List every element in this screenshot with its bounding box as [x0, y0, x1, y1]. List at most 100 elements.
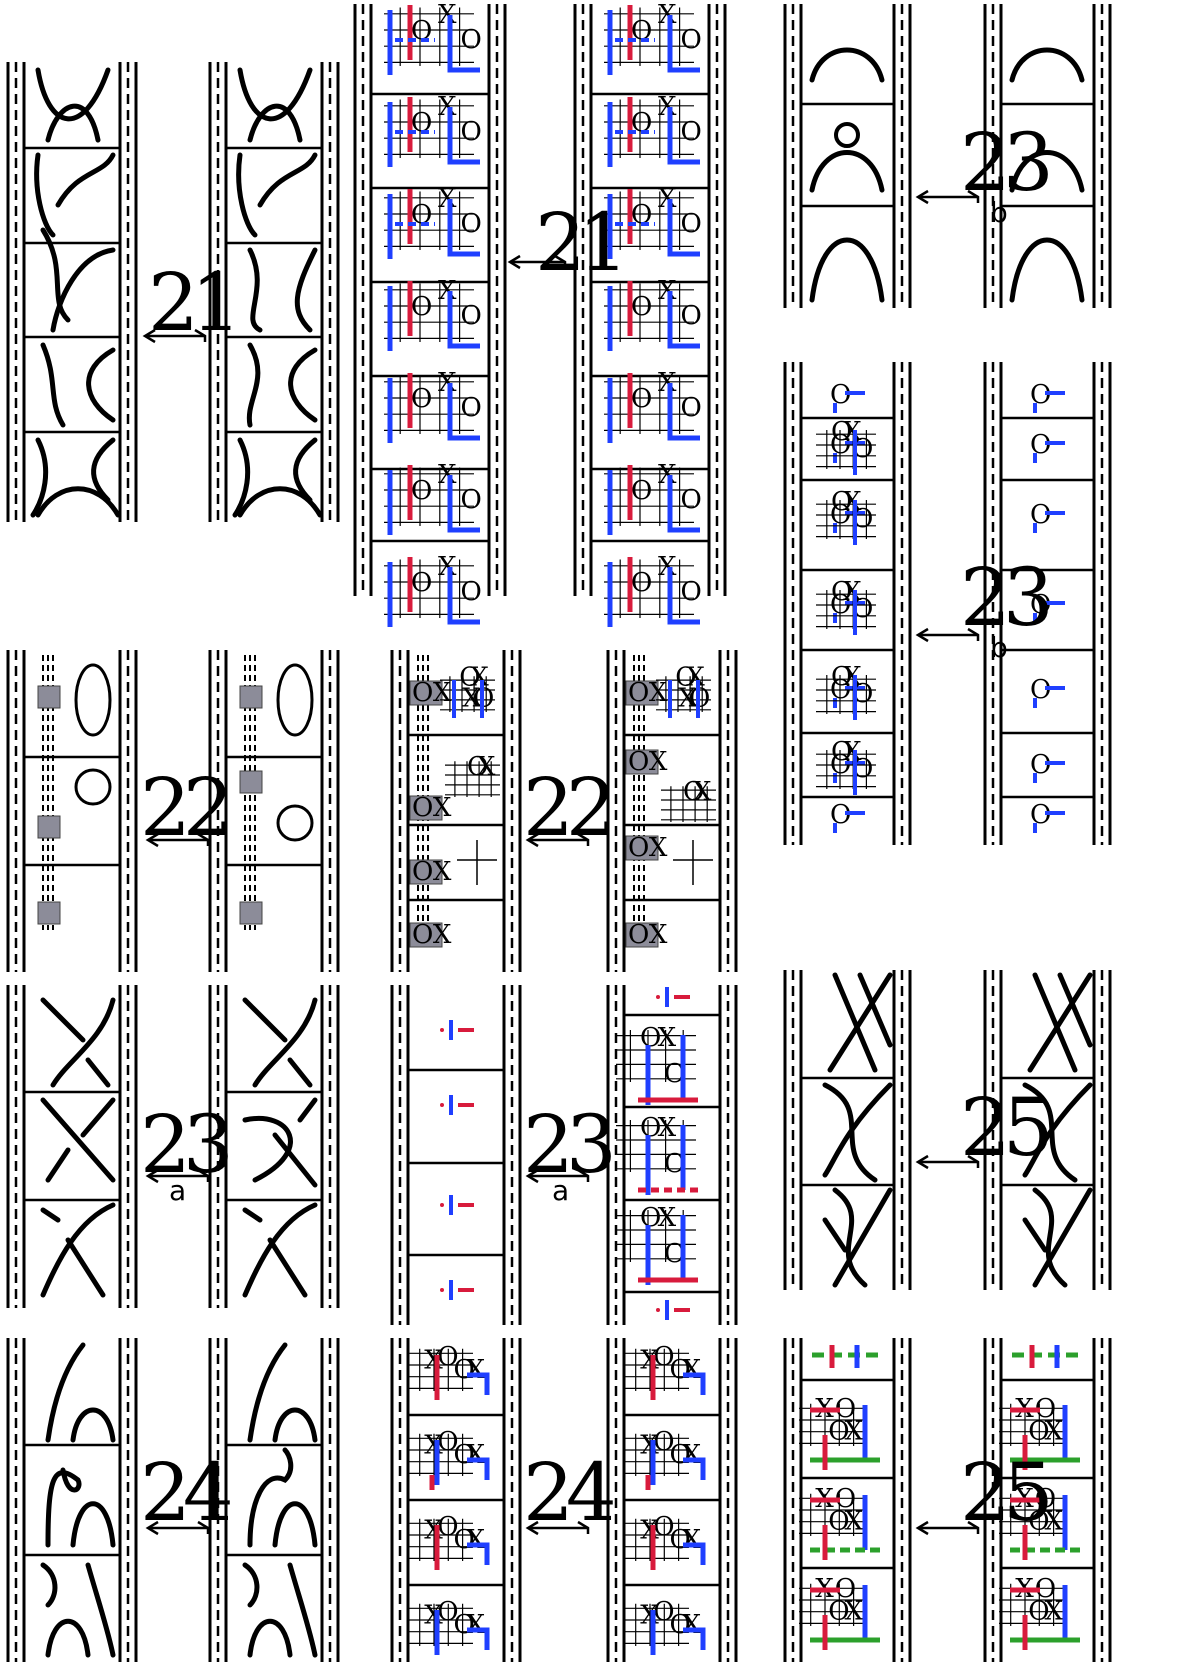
gray-box	[240, 686, 262, 708]
strand	[250, 250, 260, 330]
circle-loop	[278, 806, 312, 840]
grid-x-marker: X	[467, 1610, 486, 1640]
red-dot	[440, 1203, 444, 1207]
grid-x-marker: X	[683, 1440, 702, 1470]
move-label-21-right: 21	[535, 196, 621, 289]
grid-o-marker: O	[631, 384, 652, 414]
strand	[88, 1060, 108, 1085]
strand	[300, 1100, 315, 1120]
strand	[43, 1000, 83, 1040]
svg-text:a: a	[169, 1174, 186, 1207]
grid-x-marker: X	[1045, 1507, 1064, 1537]
strand	[37, 155, 53, 235]
move-label-23a-left: 23 a	[140, 1098, 228, 1207]
grid-o-marker: O	[681, 301, 702, 331]
gray-box	[240, 902, 262, 924]
grid-o-marker: O	[681, 577, 702, 607]
grid-o-marker: O	[631, 476, 652, 506]
strand	[43, 345, 63, 425]
panel-21-grid-left: OXOOXOOXOOXOOXOOXOOXO	[355, 0, 505, 627]
grid-o-marker: O	[461, 577, 482, 607]
strand	[250, 1450, 291, 1545]
strand	[812, 240, 882, 300]
grid-x-marker: X	[693, 777, 712, 807]
grid-o-marker: O	[461, 485, 482, 515]
svg-text:21: 21	[535, 196, 621, 289]
strand	[260, 155, 315, 205]
move-label-23a-right: 23 a	[523, 1098, 611, 1207]
strand	[812, 153, 882, 191]
panel-24-grid-left: XOOXXOOXXOOXXOOX	[392, 1338, 520, 1662]
strand	[73, 1410, 113, 1440]
ox-label: OX	[628, 920, 668, 950]
svg-text:b: b	[990, 196, 1008, 229]
small-loop	[836, 124, 858, 146]
strand	[1035, 1190, 1090, 1285]
strand	[38, 70, 108, 119]
red-dot	[440, 1288, 444, 1292]
panel-23a-grid-left	[392, 985, 520, 1325]
grid-o-marker: O	[411, 384, 432, 414]
strand	[53, 250, 113, 330]
panel-23a-cross-right	[210, 985, 338, 1308]
panel-22-grid-right: OXOXOXOXOXXOOX	[608, 650, 736, 972]
ox-label: OX	[412, 920, 452, 950]
grid-o-marker: O	[681, 117, 702, 147]
strand	[53, 1000, 113, 1085]
grid-x-marker: X	[683, 1355, 702, 1385]
red-dot	[656, 995, 660, 999]
strand	[297, 250, 315, 330]
strand	[249, 345, 258, 425]
panel-24-arcs-left	[8, 1338, 136, 1662]
grid-o-marker: O	[631, 568, 652, 598]
panel-23a-cross-left	[8, 985, 136, 1308]
strand	[825, 1220, 845, 1250]
gray-box	[38, 686, 60, 708]
strand	[1025, 1220, 1045, 1250]
ox-label: OX	[628, 833, 668, 863]
grid-o-marker: O	[461, 25, 482, 55]
panel-23b-grid-left: OOOXOOOXOOOXOOOXOOOXOO	[785, 362, 910, 845]
strand	[812, 50, 882, 80]
grid-o-marker: O	[461, 117, 482, 147]
strand	[245, 1000, 285, 1040]
strand	[240, 70, 310, 119]
grid-x-marker: X	[467, 1440, 486, 1470]
strand	[1012, 50, 1082, 80]
ox-label: OX	[412, 793, 452, 823]
grid-x-marker: X	[1045, 1597, 1064, 1627]
strand	[270, 1240, 305, 1295]
strand	[1012, 240, 1082, 300]
grid-o-marker: O	[681, 393, 702, 423]
ellipse-loop	[76, 665, 110, 735]
strand	[58, 155, 113, 205]
grid-o-marker: O	[411, 476, 432, 506]
strand	[48, 1621, 88, 1655]
grid-x-marker: X	[845, 1417, 864, 1447]
grid-x-marker: X	[658, 1203, 677, 1233]
grid-x-marker: X	[467, 1355, 486, 1385]
ox-label: OX	[412, 678, 452, 708]
grid-o-marker: O	[411, 568, 432, 598]
panel-25-grid-left: XOOXXOOXXOOX	[785, 1338, 910, 1662]
strand	[68, 1240, 103, 1295]
red-dot	[440, 1103, 444, 1107]
grid-x-marker: X	[467, 1525, 486, 1555]
panel-24-arcs-right	[210, 1338, 338, 1662]
gray-box	[38, 816, 60, 838]
grid-o-marker: O	[631, 292, 652, 322]
grid-x-marker: X	[683, 1610, 702, 1640]
panel-21-curves-left	[8, 62, 136, 522]
grid-x-marker: X	[683, 1525, 702, 1555]
circle-loop	[76, 770, 110, 804]
strand	[290, 1565, 315, 1655]
strand	[240, 489, 320, 515]
gray-box	[38, 902, 60, 924]
svg-text:b: b	[990, 631, 1008, 664]
red-dot	[656, 1308, 660, 1312]
strand	[43, 1565, 55, 1605]
move-label-23b-middle: 23 b	[960, 551, 1048, 664]
strand	[48, 1150, 68, 1180]
